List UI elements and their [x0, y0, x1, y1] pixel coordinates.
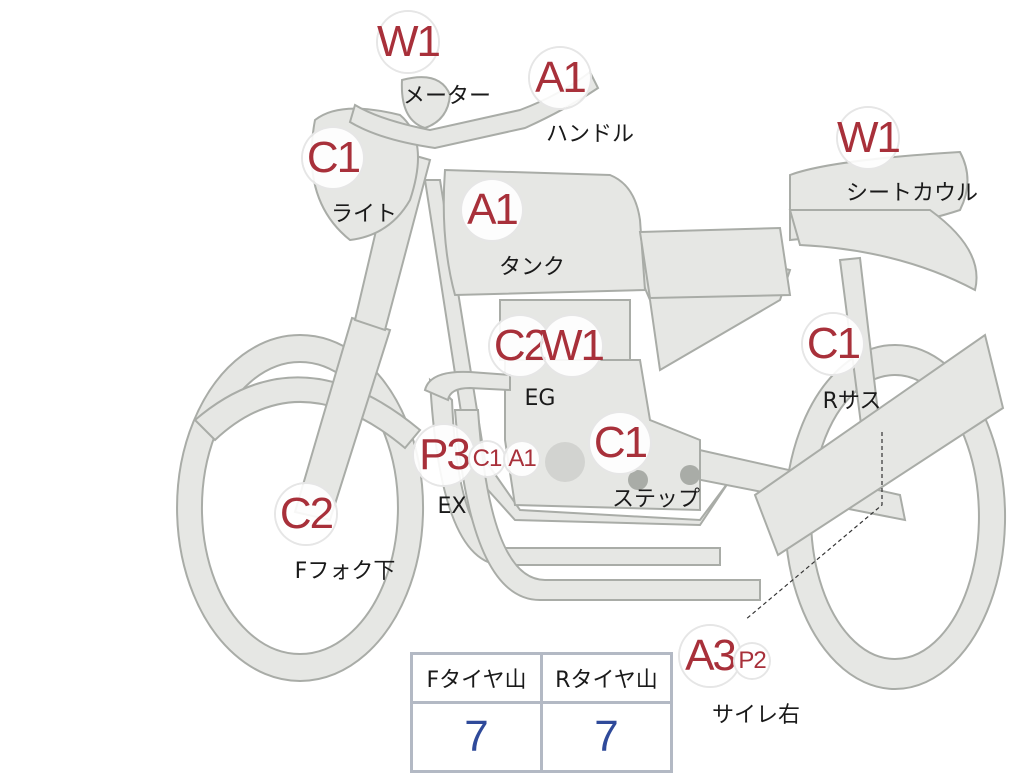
code-badge-seat-cowl: W1	[837, 108, 901, 168]
muffler	[753, 333, 1005, 557]
meter	[400, 76, 452, 130]
label-muffler-right: サイレ右	[711, 703, 801, 728]
code-badge-meter: W1	[377, 12, 441, 72]
label-light: ライト	[330, 202, 398, 227]
label-exhaust: EX	[437, 494, 467, 519]
code-badge-handle: A1	[530, 48, 590, 108]
code-badge-muffler-right-2: P2	[735, 644, 769, 678]
label-step: ステップ	[611, 487, 701, 512]
code-badge-exhaust-1: P3	[414, 425, 474, 485]
label-front-fork-lower: Fフォク下	[294, 559, 396, 584]
code-badge-exhaust-3: A1	[505, 442, 539, 476]
code-badge-muffler-right-1: A3	[680, 626, 740, 686]
front-tire-value: 7	[410, 701, 543, 773]
tire-tread-table: Fタイヤ山 Rタイヤ山 7 7	[410, 652, 673, 773]
code-badge-engine-2: W1	[541, 316, 605, 376]
code-badge-front-fork-lower: C2	[276, 484, 336, 544]
label-engine: EG	[524, 386, 556, 411]
rear-tire-header: Rタイヤ山	[540, 652, 673, 704]
code-badge-tank: A1	[462, 180, 522, 240]
code-badge-light: C1	[303, 128, 363, 188]
handlebar	[348, 70, 600, 150]
rear-tire-value: 7	[540, 701, 673, 773]
label-meter: メーター	[402, 84, 492, 109]
front-tire-header: Fタイヤ山	[410, 652, 543, 704]
frame-cradle	[453, 409, 761, 601]
code-badge-exhaust-2: C1	[470, 442, 504, 476]
code-badge-rear-suspension: C1	[803, 314, 863, 374]
label-tank: タンク	[498, 255, 566, 280]
label-rear-suspension: Rサス	[822, 389, 882, 414]
exhaust-header	[423, 370, 511, 402]
frame	[423, 179, 731, 527]
muffler-leader-line	[744, 432, 883, 621]
side-cover	[638, 226, 792, 300]
label-handle: ハンドル	[545, 122, 635, 147]
label-seat-cowl: シートカウル	[845, 181, 979, 206]
tail-fin	[788, 209, 978, 292]
code-badge-engine-1: C2	[490, 316, 550, 376]
code-badge-step: C1	[590, 413, 650, 473]
